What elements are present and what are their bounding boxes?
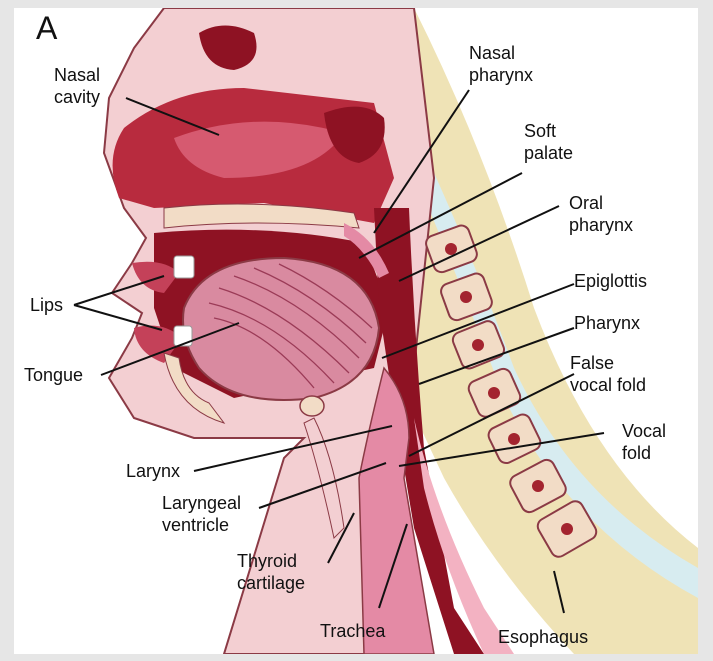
label-nasal-pharynx: Nasal pharynx xyxy=(469,42,533,86)
label-laryngeal-ventricle: Laryngeal ventricle xyxy=(162,492,241,536)
label-larynx: Larynx xyxy=(126,460,180,482)
label-lips: Lips xyxy=(30,294,63,316)
label-epiglottis: Epiglottis xyxy=(574,270,647,292)
panel-letter: A xyxy=(36,10,57,47)
label-nasal-cavity: Nasal cavity xyxy=(54,64,100,108)
label-false-vocal-fold: False vocal fold xyxy=(570,352,646,396)
upper-teeth xyxy=(174,256,194,278)
label-trachea: Trachea xyxy=(320,620,385,642)
label-pharynx: Pharynx xyxy=(574,312,640,334)
label-soft-palate: Soft palate xyxy=(524,120,573,164)
anatomy-figure: A Nasal cavity Nasal pharynx Soft palate… xyxy=(14,8,698,654)
label-esophagus: Esophagus xyxy=(498,626,588,648)
tongue-body xyxy=(183,258,379,400)
lower-teeth xyxy=(174,326,192,346)
hyoid-bone xyxy=(300,396,324,416)
label-vocal-fold: Vocal fold xyxy=(622,420,666,464)
label-thyroid-cartilage: Thyroid cartilage xyxy=(237,550,305,594)
label-oral-pharynx: Oral pharynx xyxy=(569,192,633,236)
label-tongue: Tongue xyxy=(24,364,83,386)
